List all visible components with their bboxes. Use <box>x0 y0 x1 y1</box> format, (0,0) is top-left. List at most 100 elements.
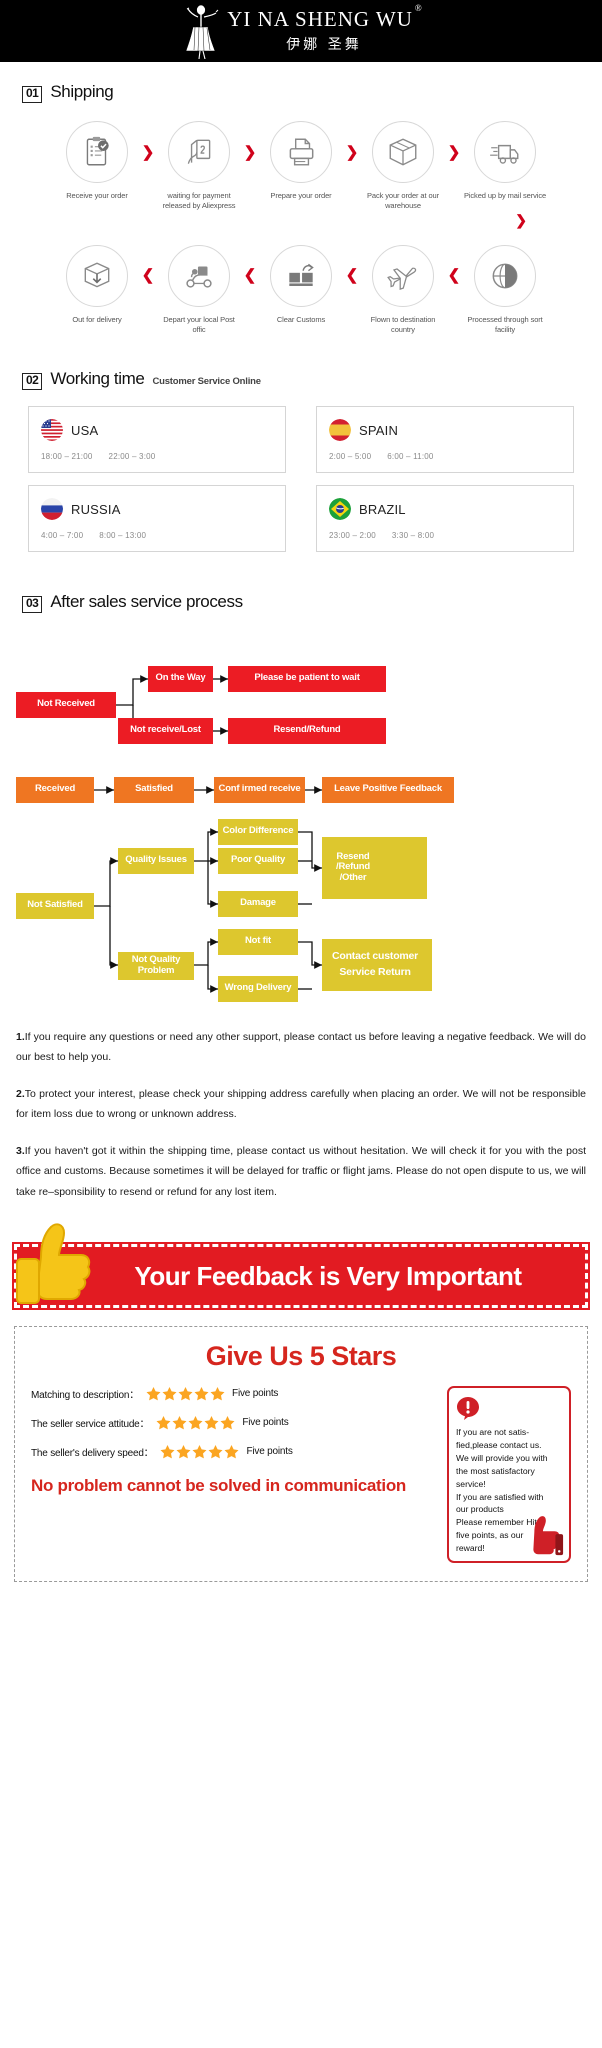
star-icon[interactable] <box>172 1415 187 1430</box>
working-time-heading: 02 Working time Customer Service Online <box>0 369 602 391</box>
flag-usa-icon <box>41 419 63 442</box>
section-number: 02 <box>22 373 43 391</box>
flow-box-resend-refund-other: Resend /Refund /Other <box>322 836 427 899</box>
note-text: To protect your interest, please check y… <box>16 1087 586 1121</box>
section-number: 01 <box>22 86 43 103</box>
star-icon[interactable] <box>176 1444 191 1459</box>
dancer-logo-icon <box>185 5 219 59</box>
step-icon-circle <box>66 245 128 308</box>
star-icon[interactable] <box>162 1386 177 1401</box>
star-icon[interactable] <box>160 1444 175 1459</box>
box-icon <box>389 138 417 166</box>
brand-header: YI NA SHENG WU® 伊娜 圣舞 <box>0 0 602 62</box>
star-rating-group[interactable] <box>160 1444 239 1459</box>
time-slot: 22:00 – 3:00 <box>108 452 156 462</box>
star-rating-group[interactable] <box>146 1386 225 1401</box>
policy-note: 2.To protect your interest, please check… <box>16 1084 586 1125</box>
after-sales-section: 03 After sales service process <box>0 552 602 1003</box>
flow-box-not-satisfied: Not Satisfied <box>16 892 94 919</box>
flow-box-not-receive-lost: Not receive/Lost <box>118 717 213 744</box>
flow-box-wrong-delivery: Wrong Delivery <box>218 975 298 1002</box>
working-time-section: 02 Working time Customer Service Online <box>0 335 602 553</box>
brand-name-cn: 伊娜 圣舞 <box>286 36 362 53</box>
star-icon[interactable] <box>188 1415 203 1430</box>
chevron-left-icon: ❯ <box>141 268 155 286</box>
country-cards-grid: USA 18:00 – 21:00 22:00 – 3:00 <box>0 390 602 553</box>
country-card-spain: SPAIN 2:00 – 5:00 6:00 – 11:00 <box>316 406 574 474</box>
time-slot: 8:00 – 13:00 <box>99 531 147 541</box>
chevron-right-icon: ❯ <box>243 143 257 161</box>
policy-notes: 1.If you require any questions or need a… <box>0 1003 602 1202</box>
step-label: Receive your order <box>66 190 128 200</box>
thumbs-up-icon <box>533 1516 564 1556</box>
star-icon[interactable] <box>156 1415 171 1430</box>
page-title: Working time <box>50 369 145 389</box>
rating-label: Matching to description： <box>31 1390 140 1402</box>
brand-name-en: YI NA SHENG WU® <box>227 2 423 31</box>
rating-points: Five points <box>246 1446 293 1458</box>
after-sales-heading: 03 After sales service process <box>0 592 602 613</box>
step-icon-circle <box>270 245 332 308</box>
step-label: Depart your local Post offic <box>163 315 235 335</box>
shipping-heading: 01 Shipping <box>0 82 602 103</box>
step-icon-circle <box>372 120 434 183</box>
flow-box-damage: Damage <box>218 890 298 917</box>
step-label: Prepare your order <box>270 190 332 200</box>
step-label: Clear Customs <box>276 315 326 325</box>
star-icon[interactable] <box>178 1386 193 1401</box>
time-slot: 23:00 – 2:00 <box>329 531 376 541</box>
feedback-banner-section: Your Feedback is Very Important <box>0 1218 602 1311</box>
star-icon[interactable] <box>210 1386 225 1401</box>
shipping-step: waiting for payment released by Aliexpre… <box>155 120 243 211</box>
registered-mark: ® <box>414 2 423 13</box>
step-label: Pack your order at our warehouse <box>366 190 439 210</box>
star-icon[interactable] <box>220 1415 235 1430</box>
note-number: 2. <box>16 1087 25 1100</box>
flow-box-resend-refund: Resend/Refund <box>228 717 386 744</box>
after-sales-flowchart: Not Received On the Way Please be patien… <box>0 613 602 1003</box>
step-label: waiting for payment released by Aliexpre… <box>162 190 236 210</box>
flow-box-poor-quality: Poor Quality <box>218 847 298 874</box>
package-down-icon <box>84 262 110 288</box>
star-rating-group[interactable] <box>156 1415 235 1430</box>
star-icon[interactable] <box>194 1386 209 1401</box>
chevron-right-icon: ❯ <box>447 143 461 161</box>
star-icon[interactable] <box>192 1444 207 1459</box>
star-icon[interactable] <box>204 1415 219 1430</box>
star-icon[interactable] <box>224 1444 239 1459</box>
shipping-steps-row-1: Receive your order ❯ waiting for payment… <box>0 103 602 211</box>
chevron-left-icon: ❯ <box>345 268 359 286</box>
section-number: 03 <box>22 596 43 613</box>
clipboard-check-icon <box>86 136 109 166</box>
flag-spain-icon <box>329 419 351 442</box>
step-label: Processed through sort facility <box>467 315 543 335</box>
shipping-step: Receive your order <box>53 120 141 201</box>
shipping-section: 01 Shipping Receive your order ❯ <box>0 62 602 335</box>
chevron-down-icon: ❯ <box>515 212 527 229</box>
chevron-left-icon: ❯ <box>447 268 461 286</box>
note-number: 1. <box>16 1030 25 1043</box>
airplane-icon <box>387 267 417 291</box>
step-icon-circle <box>474 120 536 183</box>
shipping-steps-row-2: Out for delivery ❯ Depart your local Pos… <box>0 227 602 335</box>
country-name: USA <box>71 422 99 438</box>
step-label: Picked up by mail service <box>463 190 547 200</box>
page-title: After sales service process <box>50 592 243 612</box>
star-icon[interactable] <box>208 1444 223 1459</box>
flow-box-received: Received <box>16 776 94 803</box>
step-label: Out for delivery <box>72 315 122 325</box>
step-label: Flown to destination country <box>370 315 436 335</box>
country-card-brazil: BRAZIL 23:00 – 2:00 3:30 – 8:00 <box>316 485 574 553</box>
time-slot: 2:00 – 5:00 <box>329 452 372 462</box>
note-text: If you haven't got it within the shippin… <box>16 1144 586 1198</box>
scooter-icon <box>186 266 212 288</box>
flag-russia-icon <box>41 498 63 521</box>
rating-label: The seller's delivery speed： <box>31 1448 154 1460</box>
star-icon[interactable] <box>146 1386 161 1401</box>
truck-icon <box>490 144 519 164</box>
shipping-step: Processed through sort facility <box>461 245 549 335</box>
shipping-step: Out for delivery <box>53 245 141 325</box>
shipping-step: Flown to destination country <box>359 245 447 335</box>
step-icon-circle <box>66 120 128 183</box>
flow-box-contact-return: Contact customer Service Return <box>322 938 432 991</box>
